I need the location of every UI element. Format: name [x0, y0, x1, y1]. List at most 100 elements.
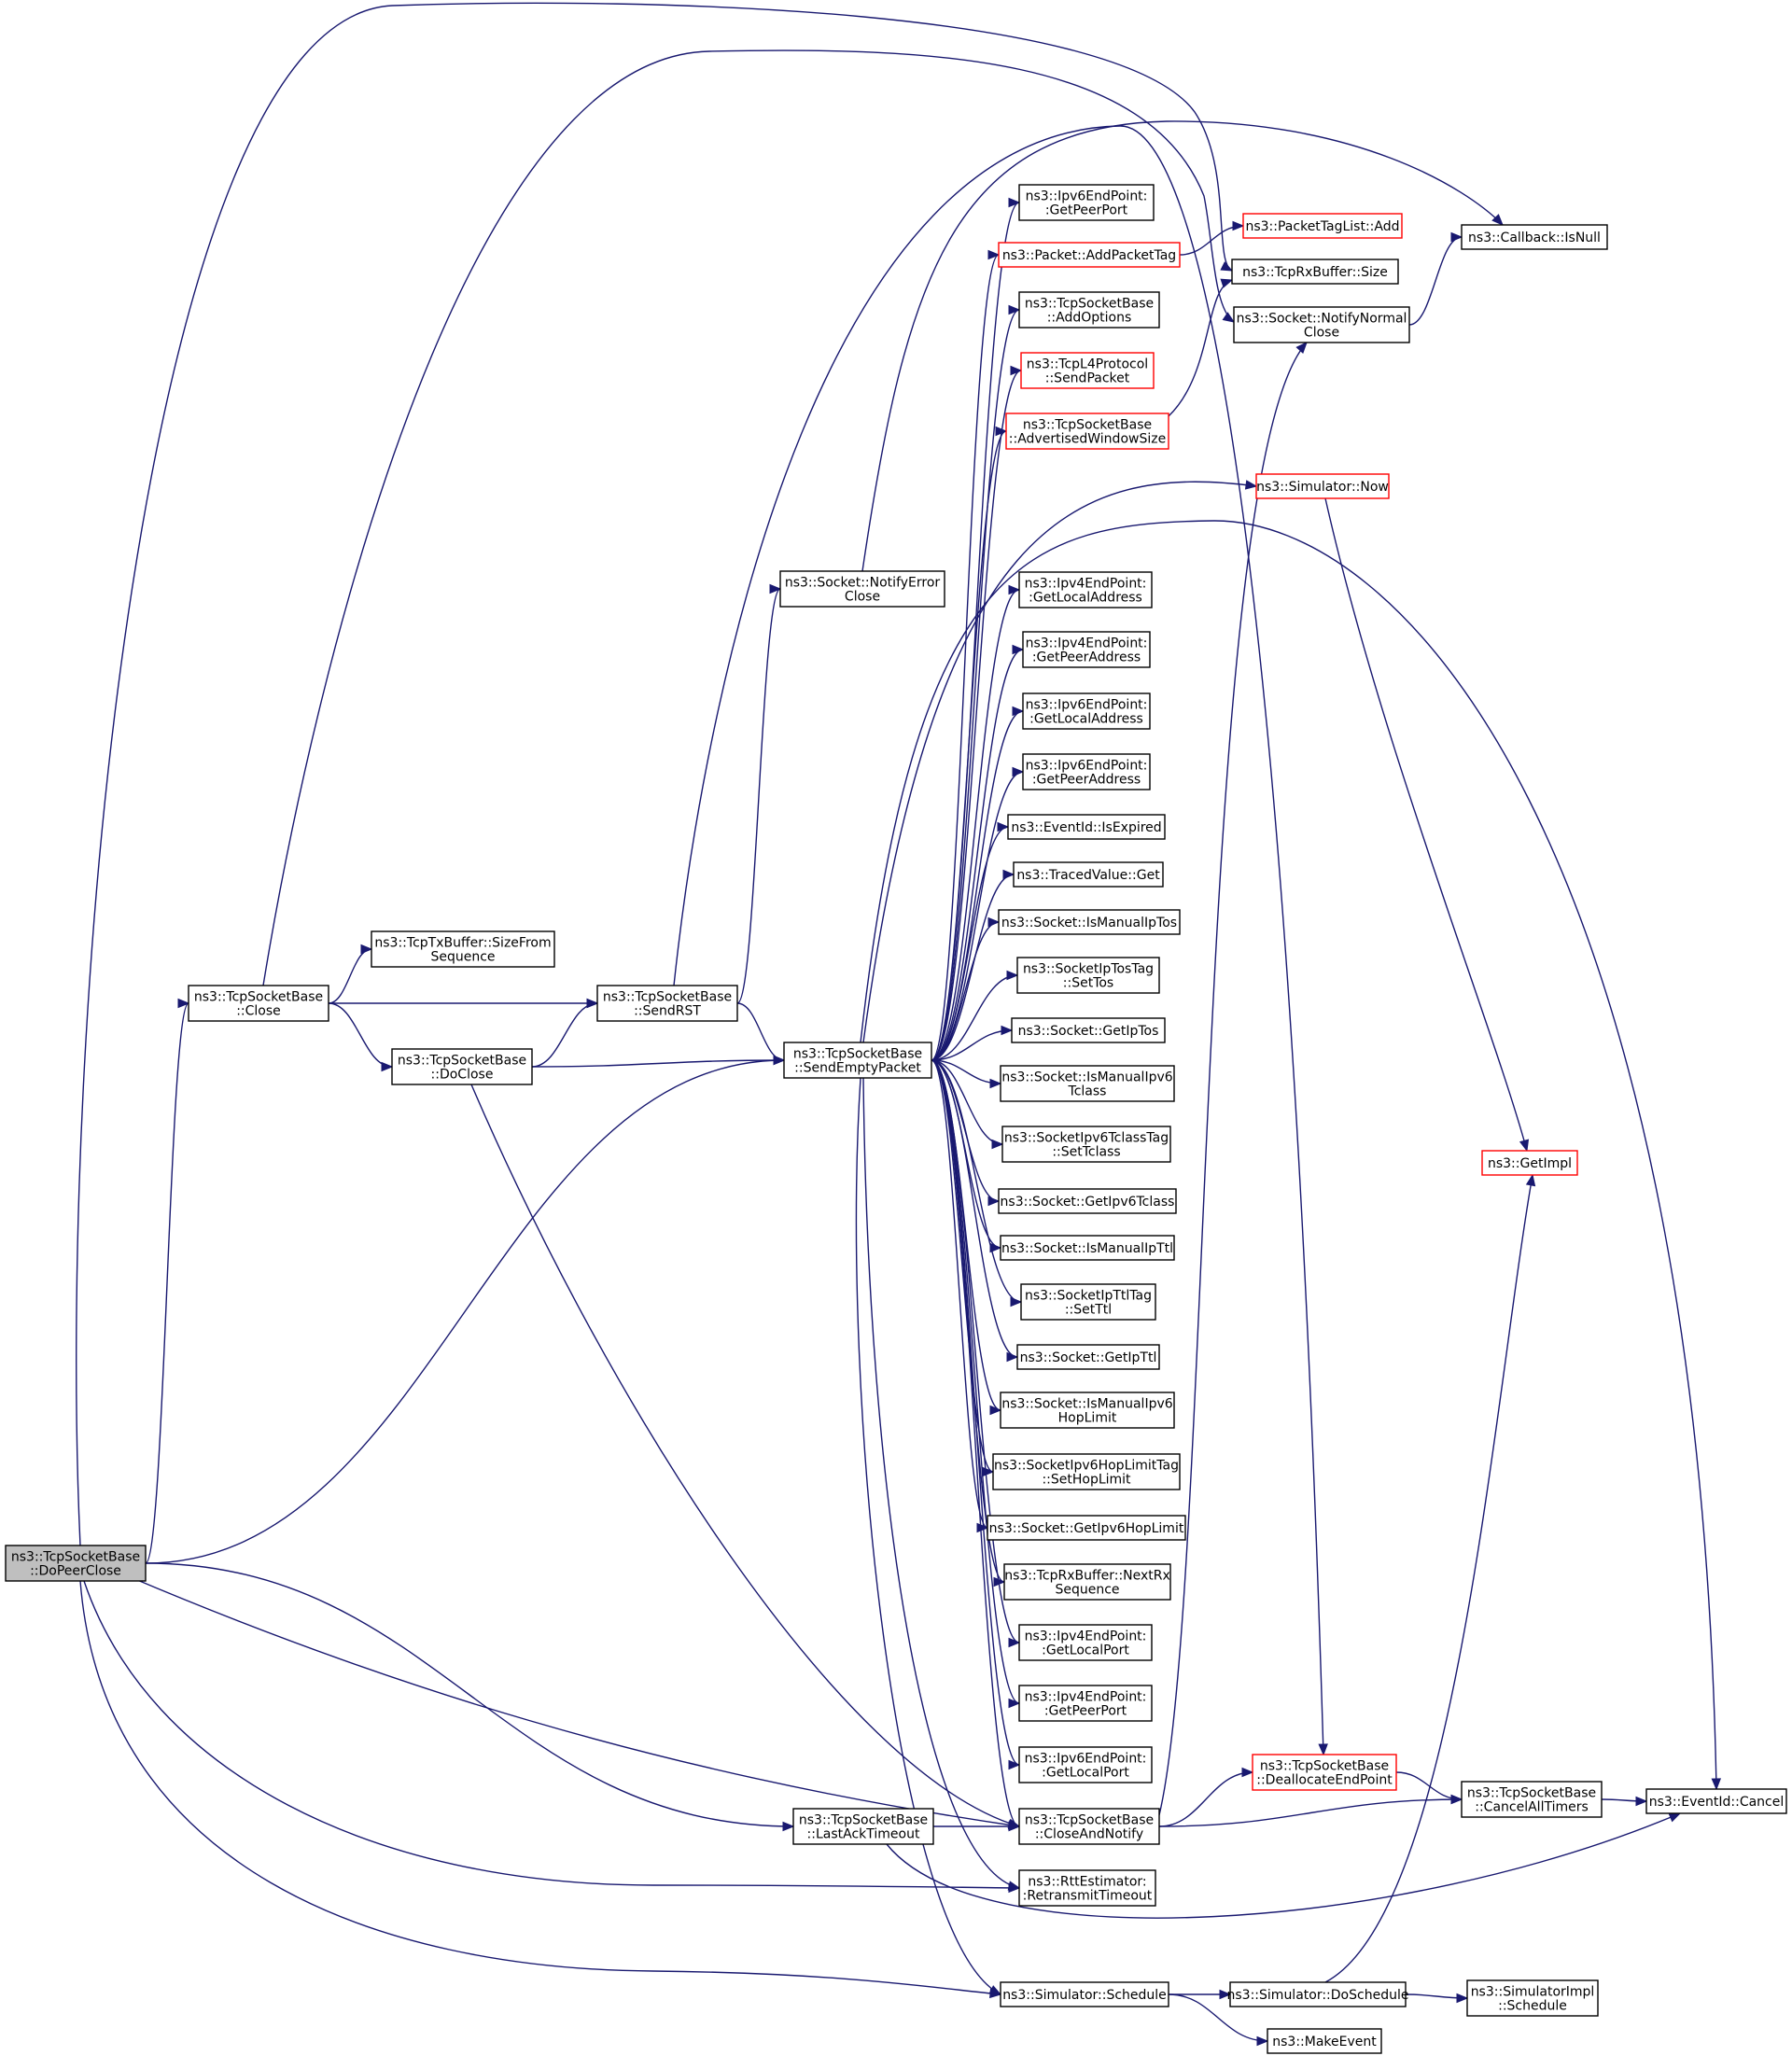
node-Ipv4GetPeerAddress[interactable]: ns3::Ipv4EndPoint::GetPeerAddress	[1022, 631, 1151, 668]
node-IsManualIpTos[interactable]: ns3::Socket::IsManualIpTos	[998, 909, 1181, 935]
node-SetTtl[interactable]: ns3::SocketIpTtlTag::SetTtl	[1020, 1283, 1156, 1321]
node-IsExpired[interactable]: ns3::EventId::IsExpired	[1007, 814, 1166, 840]
node-label: ns3::TcpSocketBase	[1023, 418, 1152, 433]
node-RxBufferSize[interactable]: ns3::TcpRxBuffer::Size	[1231, 259, 1399, 285]
node-label: ns3::TcpSocketBase	[1025, 1813, 1154, 1828]
arrowhead-icon	[1295, 342, 1308, 355]
node-TracedGet[interactable]: ns3::TracedValue::Get	[1013, 861, 1164, 888]
node-Ipv6GetPeerAddress[interactable]: ns3::Ipv6EndPoint::GetPeerAddress	[1022, 753, 1151, 790]
node-label: ns3::RttEstimator:	[1028, 1875, 1146, 1890]
node-PacketTagListAdd[interactable]: ns3::PacketTagList::Add	[1242, 213, 1403, 239]
node-EventIdCancel[interactable]: ns3::EventId::Cancel	[1645, 1788, 1787, 1814]
node-IsNull[interactable]: ns3::Callback::IsNull	[1461, 224, 1608, 250]
node-SetHopLimit[interactable]: ns3::SocketIpv6HopLimitTag::SetHopLimit	[992, 1453, 1181, 1490]
node-SimNow[interactable]: ns3::Simulator::Now	[1255, 473, 1390, 499]
node-AdvWin[interactable]: ns3::TcpSocketBase::AdvertisedWindowSize	[1005, 413, 1169, 450]
node-LastAckTimeout[interactable]: ns3::TcpSocketBase::LastAckTimeout	[792, 1808, 934, 1845]
node-label: ::DeallocateEndPoint	[1256, 1773, 1393, 1788]
call-edge-CloseAndNotify-to-DeallocateEndPoint	[1158, 1771, 1253, 1827]
arrowhead-icon	[987, 1196, 1001, 1207]
node-MakeEvent[interactable]: ns3::MakeEvent	[1267, 2028, 1382, 2054]
node-GetIpv6HopLimit[interactable]: ns3::Socket::GetIpv6HopLimit	[987, 1515, 1186, 1541]
node-box	[1000, 1392, 1175, 1429]
node-CloseAndNotify[interactable]: ns3::TcpSocketBase::CloseAndNotify	[1018, 1808, 1160, 1845]
node-Ipv6GetLocalAddress[interactable]: ns3::Ipv6EndPoint::GetLocalAddress	[1022, 692, 1151, 730]
call-edge-CloseAndNotify-to-CancelAllTimers	[1158, 1798, 1463, 1827]
node-label: ::DoClose	[431, 1068, 494, 1083]
node-box	[1255, 473, 1390, 499]
call-edge-DoPeerClose-to-CloseAndNotify	[130, 1576, 1020, 1827]
arrowhead-icon	[1012, 706, 1025, 717]
node-label: ns3::TcpRxBuffer::Size	[1242, 265, 1388, 280]
node-DoPeerClose[interactable]: ns3::TcpSocketBase::DoPeerClose	[5, 1545, 147, 1582]
arrowhead-icon	[1012, 644, 1025, 655]
node-SimDoSchedule[interactable]: ns3::Simulator::DoSchedule	[1227, 1981, 1409, 2007]
arrowhead-icon	[1519, 1139, 1530, 1153]
node-box	[1461, 1781, 1603, 1818]
node-SimImplSchedule[interactable]: ns3::SimulatorImpl::Schedule	[1466, 1979, 1599, 2017]
arrowhead-icon	[1008, 304, 1021, 315]
node-Ipv6GetPeerPort[interactable]: ns3::Ipv6EndPoint::GetPeerPort	[1018, 184, 1155, 221]
call-edge-DoClose-to-SendRST	[531, 1002, 598, 1068]
node-GetIpTtl[interactable]: ns3::Socket::GetIpTtl	[1016, 1344, 1160, 1370]
node-label: ns3::Ipv6EndPoint:	[1026, 189, 1148, 204]
node-label: ::SendEmptyPacket	[794, 1061, 921, 1076]
node-GetIpv6Tclass[interactable]: ns3::Socket::GetIpv6Tclass	[998, 1188, 1177, 1214]
node-label: ns3::Socket::GetIpv6HopLimit	[989, 1521, 1184, 1536]
node-SetTclass[interactable]: ns3::SocketIpv6TclassTag::SetTclass	[1001, 1126, 1171, 1163]
node-RetransmitTimeout[interactable]: ns3::RttEstimator::RetransmitTimeout	[1018, 1869, 1156, 1907]
call-edge-SendEmptyPacket-to-GetIpTtl	[931, 1059, 1018, 1358]
arrowhead-icon	[1232, 220, 1245, 231]
node-label: ns3::Simulator::Now	[1256, 480, 1389, 495]
node-SendEmptyPacket[interactable]: ns3::TcpSocketBase::SendEmptyPacket	[783, 1042, 932, 1079]
node-box	[783, 1042, 932, 1079]
node-label: ns3::Socket::NotifyNormal	[1237, 312, 1407, 327]
call-edge-CloseAndNotify-to-NotifyNormalClose	[1158, 342, 1308, 1816]
arrowhead-icon	[989, 1078, 1002, 1089]
arrowhead-icon	[1668, 1812, 1682, 1823]
node-GetImpl[interactable]: ns3::GetImpl	[1481, 1150, 1578, 1176]
arrowhead-icon	[1008, 1637, 1021, 1648]
node-box	[1242, 213, 1403, 239]
node-IsManualIpTtl[interactable]: ns3::Socket::IsManualIpTtl	[1000, 1235, 1175, 1261]
node-Ipv6GetLocalPort[interactable]: ns3::Ipv6EndPoint::GetLocalPort	[1018, 1746, 1153, 1783]
node-label: ::AdvertisedWindowSize	[1009, 432, 1166, 447]
node-SendPacket[interactable]: ns3::TcpL4Protocol::SendPacket	[1020, 352, 1155, 389]
node-DoClose[interactable]: ns3::TcpSocketBase::DoClose	[391, 1048, 533, 1085]
node-SetTos[interactable]: ns3::SocketIpTosTag::SetTos	[1016, 957, 1160, 994]
node-Close[interactable]: ns3::TcpSocketBase::Close	[188, 985, 329, 1022]
arrowhead-icon	[1244, 480, 1258, 490]
node-label: Close	[845, 590, 880, 605]
node-label: ns3::SocketIpTosTag	[1023, 962, 1154, 977]
node-box	[1018, 1746, 1153, 1783]
arrowhead-icon	[769, 583, 782, 594]
call-edge-DoPeerClose-to-Close	[145, 1002, 189, 1564]
node-box	[371, 930, 555, 968]
call-edge-SimSchedule-to-MakeEvent	[1168, 1993, 1268, 2042]
node-box	[5, 1545, 147, 1582]
call-edge-Close-to-SizeFromSeq	[328, 948, 372, 1004]
call-edge-DoPeerClose-to-RxBufferSize	[76, 2, 1233, 1546]
node-CancelAllTimers[interactable]: ns3::TcpSocketBase::CancelAllTimers	[1461, 1781, 1603, 1818]
node-Ipv4GetLocalPort[interactable]: ns3::Ipv4EndPoint::GetLocalPort	[1018, 1624, 1153, 1661]
node-SendRST[interactable]: ns3::TcpSocketBase::SendRST	[596, 985, 738, 1022]
arrowhead-icon	[995, 426, 1008, 437]
node-Ipv4GetPeerPort[interactable]: ns3::Ipv4EndPoint::GetPeerPort	[1018, 1685, 1153, 1722]
node-label: ::Close	[236, 1004, 281, 1019]
node-DeallocateEndPoint[interactable]: ns3::TcpSocketBase::DeallocateEndPoint	[1252, 1754, 1397, 1791]
node-AddOptions[interactable]: ns3::TcpSocketBase::AddOptions	[1018, 291, 1160, 329]
node-label: ::SendRST	[634, 1004, 701, 1019]
node-GetIpTos[interactable]: ns3::Socket::GetIpTos	[1011, 1017, 1166, 1043]
call-edge-SendEmptyPacket-to-GetIpv6HopLimit	[931, 1059, 988, 1529]
node-label: ns3::TcpSocketBase	[194, 990, 323, 1005]
node-SimSchedule[interactable]: ns3::Simulator::Schedule	[1000, 1981, 1169, 2007]
node-label: ns3::Ipv6EndPoint:	[1025, 1752, 1147, 1767]
node-AddPacketTag[interactable]: ns3::Packet::AddPacketTag	[998, 242, 1181, 268]
node-Ipv4GetLocalAddress[interactable]: ns3::Ipv4EndPoint::GetLocalAddress	[1018, 571, 1153, 608]
